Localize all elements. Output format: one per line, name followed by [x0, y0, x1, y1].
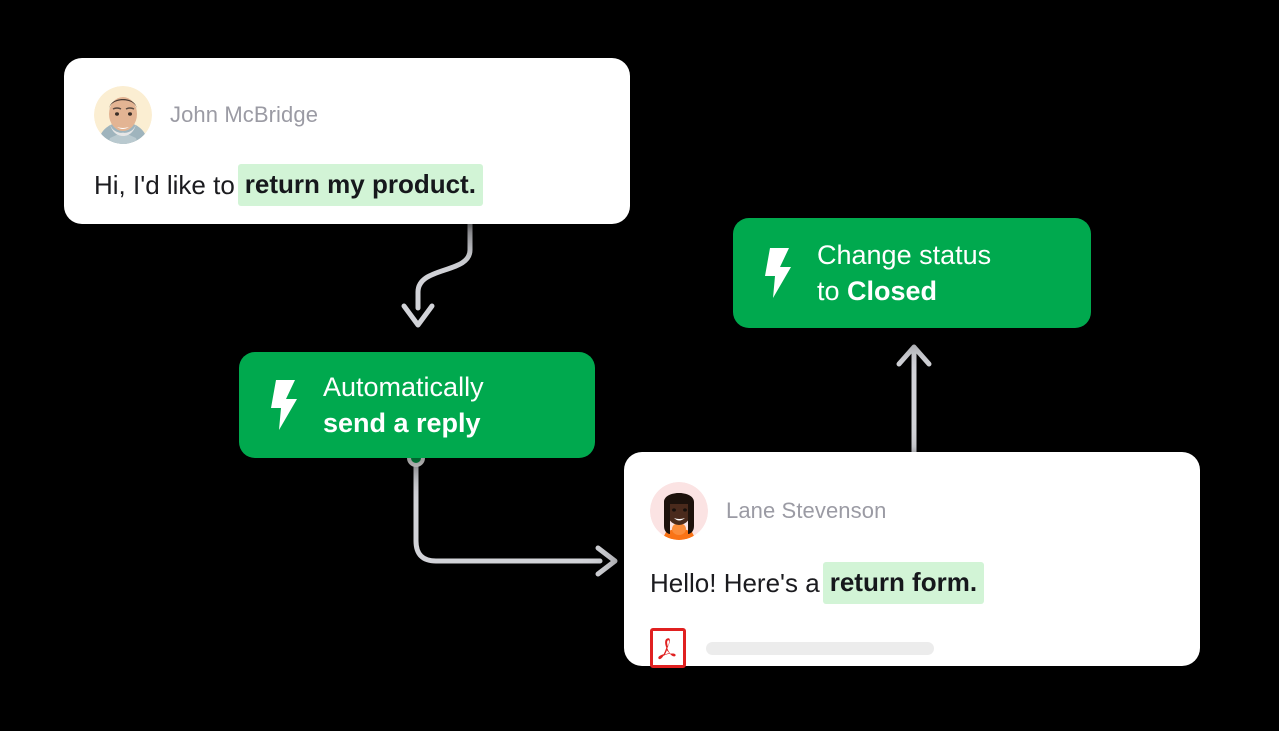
message-text-highlight: return form.	[822, 562, 985, 604]
auto-reply-line2: send a reply	[323, 408, 481, 438]
sender-name: Lane Stevenson	[726, 498, 887, 523]
change-status-label: Change status to Closed	[817, 237, 991, 309]
pdf-file-icon[interactable]	[650, 628, 686, 668]
change-status-line2-value: Closed	[847, 276, 938, 306]
avatar-photo-man-icon	[94, 86, 152, 144]
sender-name: John McBridge	[170, 102, 319, 127]
message-header: John McBridge	[64, 58, 630, 144]
message-text: Hello! Here's a return form.	[624, 540, 1200, 604]
auto-reply-action-badge[interactable]: Automatically send a reply	[239, 352, 595, 458]
outbound-message-card[interactable]: Lane Stevenson Hello! Here's a return fo…	[624, 452, 1200, 668]
auto-reply-line1: Automatically	[323, 371, 484, 402]
connector-outbound-to-status	[896, 344, 932, 455]
auto-reply-label: Automatically send a reply	[323, 369, 484, 441]
attachment-filename-bar	[706, 641, 934, 655]
connector-reply-to-outbound	[407, 449, 618, 577]
message-text-plain: Hello! Here's a	[650, 567, 820, 598]
message-text-highlight: return my product.	[237, 164, 483, 206]
avatar-photo-woman-icon	[650, 482, 708, 540]
change-status-line1: Change status	[817, 239, 992, 270]
change-status-action-badge[interactable]: Change status to Closed	[733, 218, 1091, 328]
message-text: Hi, I'd like to return my product.	[64, 144, 630, 206]
message-text-plain: Hi, I'd like to	[94, 169, 235, 200]
change-status-line2: to Closed	[817, 273, 991, 309]
message-header: Lane Stevenson	[624, 452, 1200, 540]
change-status-line2-prefix: to	[817, 276, 848, 306]
inbound-message-card[interactable]: John McBridge Hi, I'd like to return my …	[64, 58, 630, 224]
lightning-bolt-icon	[267, 380, 301, 430]
attachment-row[interactable]	[624, 604, 1200, 668]
lightning-bolt-icon	[761, 248, 795, 298]
